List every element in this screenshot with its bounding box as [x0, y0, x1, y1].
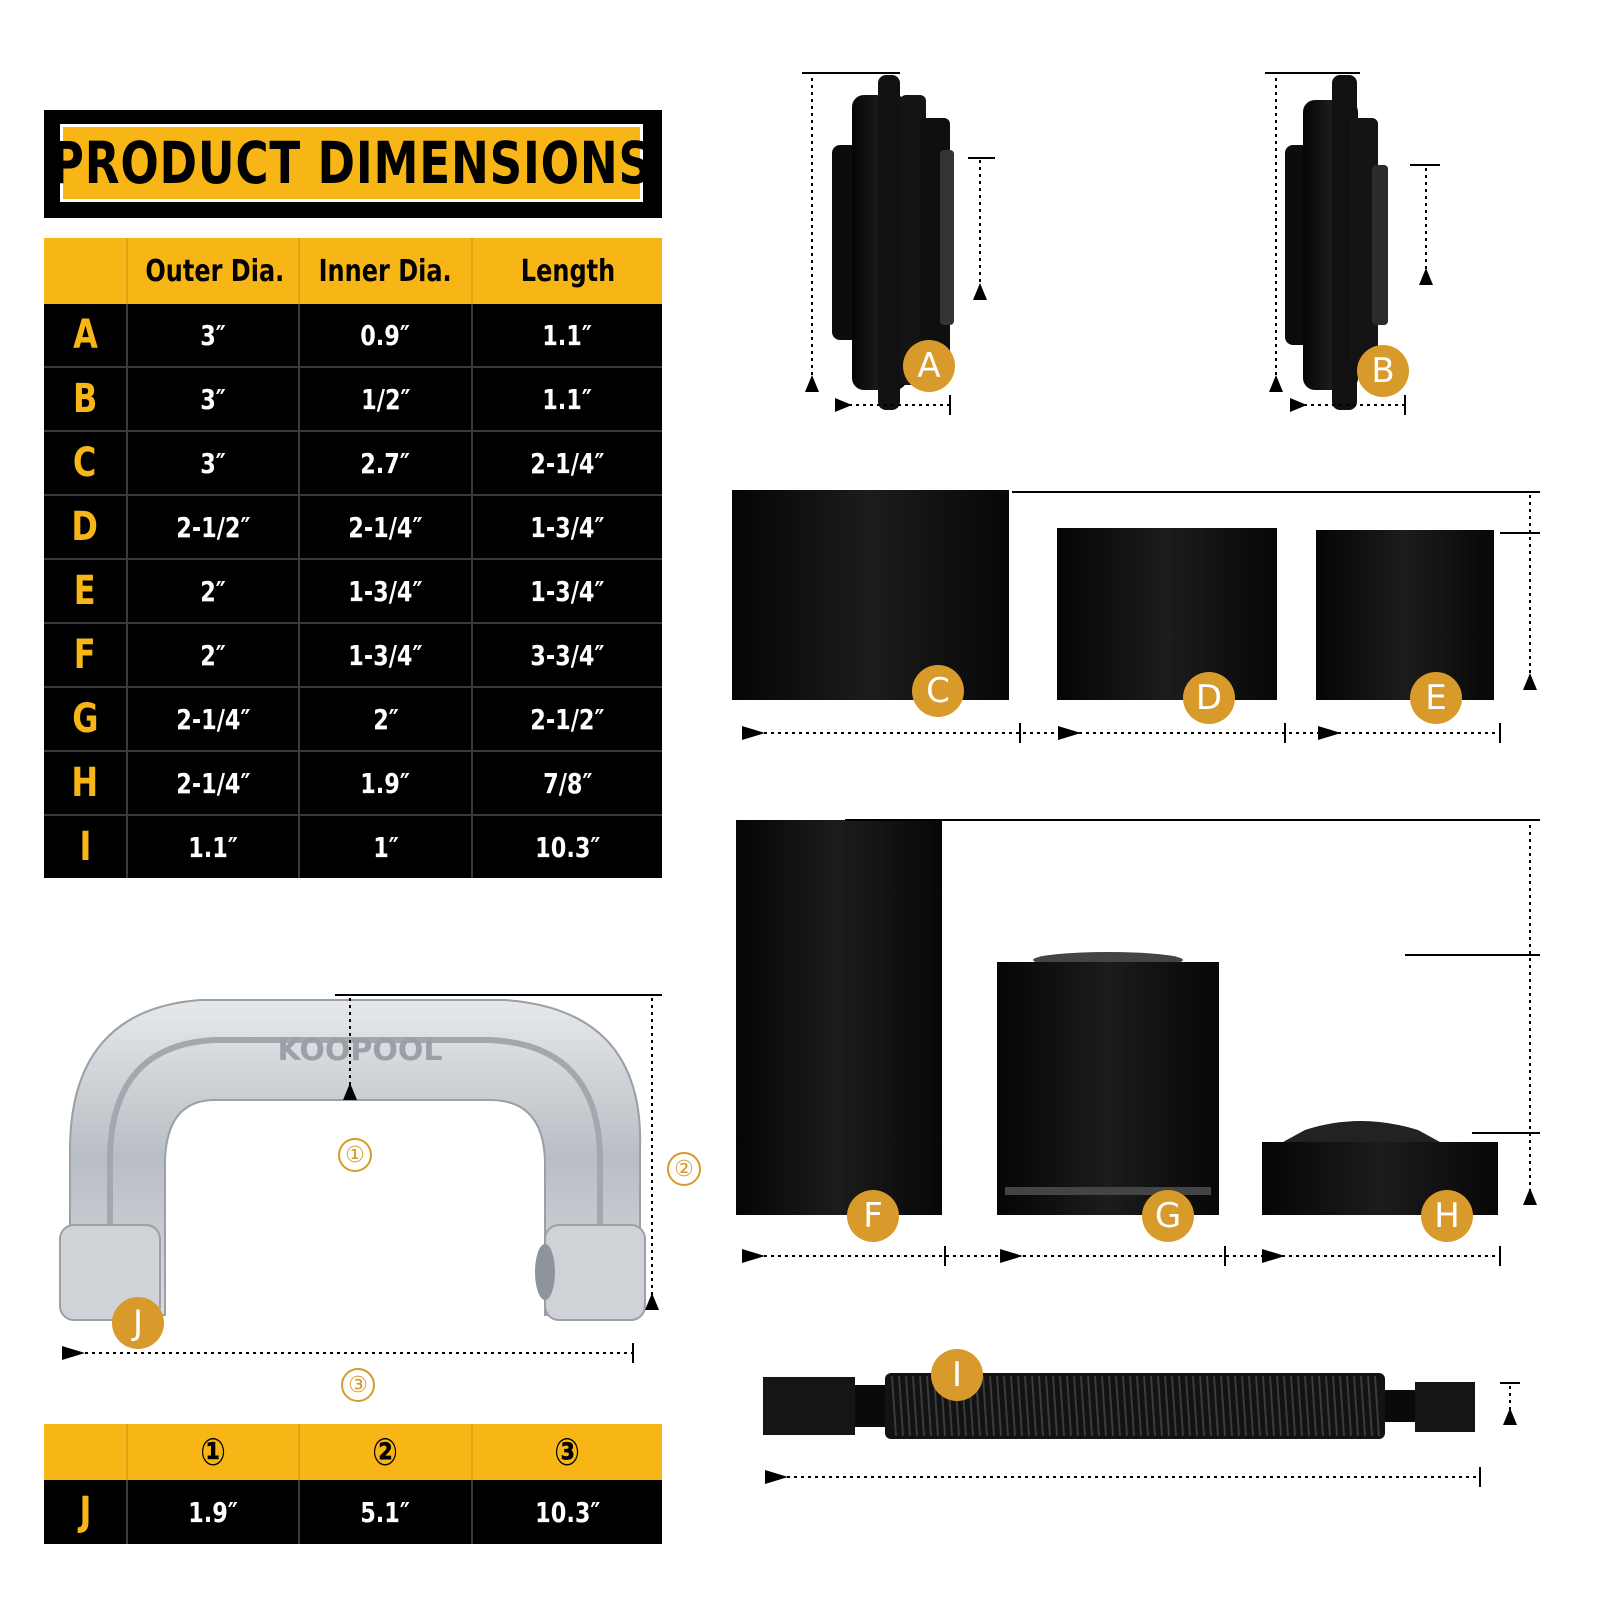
- row-label: H: [44, 750, 127, 815]
- cell-outer-dia: 1.1″: [126, 814, 299, 878]
- brand-mark: KOOPOOL: [277, 1033, 442, 1068]
- cup-d-image: [1057, 528, 1277, 700]
- forcing-screw-image: [763, 1373, 1475, 1439]
- badge-j: J: [112, 1297, 164, 1349]
- header-dimension-2: ②: [298, 1424, 472, 1480]
- table-header-row: ① ② ③: [44, 1424, 662, 1480]
- cell-length: 2-1/4″: [471, 430, 662, 495]
- cell-outer-dia: 2-1/4″: [126, 750, 299, 815]
- cell-outer-dia: 2″: [126, 622, 299, 687]
- header-blank: [44, 238, 127, 304]
- cell-outer-dia: 3″: [126, 430, 299, 495]
- adapter-b-image: [1285, 75, 1388, 410]
- badge-i: I: [931, 1349, 983, 1401]
- badge-g: G: [1142, 1190, 1194, 1242]
- row-label: D: [44, 494, 127, 559]
- cell-inner-dia: 1-3/4″: [298, 558, 472, 623]
- header-outer-dia: Outer Dia.: [126, 238, 299, 304]
- cell-dimension-3: 10.3″: [471, 1480, 662, 1544]
- row-label: I: [44, 814, 127, 878]
- cup-g-image: [997, 952, 1219, 1215]
- circled-number-2: ②: [667, 1152, 701, 1186]
- cell-outer-dia: 2-1/2″: [126, 494, 299, 559]
- cell-inner-dia: 1″: [298, 814, 472, 878]
- badge-b: B: [1357, 345, 1409, 397]
- circled-number-1: ①: [338, 1138, 372, 1172]
- cell-inner-dia: 1/2″: [298, 366, 472, 431]
- title-panel: PRODUCT DIMENSIONS: [51, 124, 651, 202]
- c-frame-clamp-image: KOOPOOL: [59, 999, 646, 1321]
- cell-length: 10.3″: [471, 814, 662, 878]
- header-dimension-1: ①: [126, 1424, 299, 1480]
- cell-inner-dia: 0.9″: [298, 304, 472, 367]
- adapter-a-image: [832, 75, 954, 410]
- cup-e-image: [1316, 530, 1494, 700]
- badge-a: A: [903, 340, 955, 392]
- row-label: F: [44, 622, 127, 687]
- header-inner-dia: Inner Dia.: [298, 238, 472, 304]
- cell-length: 1-3/4″: [471, 558, 662, 623]
- dimension-lines: [85, 72, 1540, 1487]
- cell-outer-dia: 2-1/4″: [126, 686, 299, 751]
- cell-inner-dia: 1-3/4″: [298, 622, 472, 687]
- cup-c-image: [732, 490, 1009, 700]
- cell-length: 1-3/4″: [471, 494, 662, 559]
- cell-length: 1.1″: [471, 366, 662, 431]
- row-label: C: [44, 430, 127, 495]
- table-row: J 1.9″ 5.1″ 10.3″: [44, 1480, 662, 1544]
- cell-inner-dia: 2.7″: [298, 430, 472, 495]
- cell-inner-dia: 2″: [298, 686, 472, 751]
- cell-inner-dia: 2-1/4″: [298, 494, 472, 559]
- badge-c: C: [912, 665, 964, 717]
- header-dimension-3: ③: [471, 1424, 662, 1480]
- row-label: E: [44, 558, 127, 623]
- badge-e: E: [1410, 672, 1462, 724]
- cell-length: 7/8″: [471, 750, 662, 815]
- badge-d: D: [1183, 672, 1235, 724]
- clamp-dimensions-table: ① ② ③ J 1.9″ 5.1″ 10.3″: [44, 1424, 662, 1544]
- cell-outer-dia: 3″: [126, 366, 299, 431]
- row-label: B: [44, 366, 127, 431]
- cell-dimension-2: 5.1″: [298, 1480, 472, 1544]
- row-label: A: [44, 304, 127, 367]
- badge-h: H: [1421, 1190, 1473, 1242]
- cell-outer-dia: 2″: [126, 558, 299, 623]
- cell-length: 2-1/2″: [471, 686, 662, 751]
- title-banner: PRODUCT DIMENSIONS: [44, 110, 662, 218]
- cell-inner-dia: 1.9″: [298, 750, 472, 815]
- dimension-arrows: [62, 268, 1537, 1484]
- badge-f: F: [847, 1190, 899, 1242]
- row-label: G: [44, 686, 127, 751]
- circled-number-3: ③: [341, 1368, 375, 1402]
- cell-outer-dia: 3″: [126, 304, 299, 367]
- table-header-row: Outer Dia. Inner Dia. Length: [44, 238, 662, 304]
- cell-length: 3-3/4″: [471, 622, 662, 687]
- cup-f-image: [736, 820, 942, 1215]
- header-blank: [44, 1424, 127, 1480]
- cell-dimension-1: 1.9″: [126, 1480, 299, 1544]
- page-title: PRODUCT DIMENSIONS: [50, 129, 653, 197]
- cell-length: 1.1″: [471, 304, 662, 367]
- row-label: J: [44, 1480, 127, 1544]
- header-length: Length: [471, 238, 662, 304]
